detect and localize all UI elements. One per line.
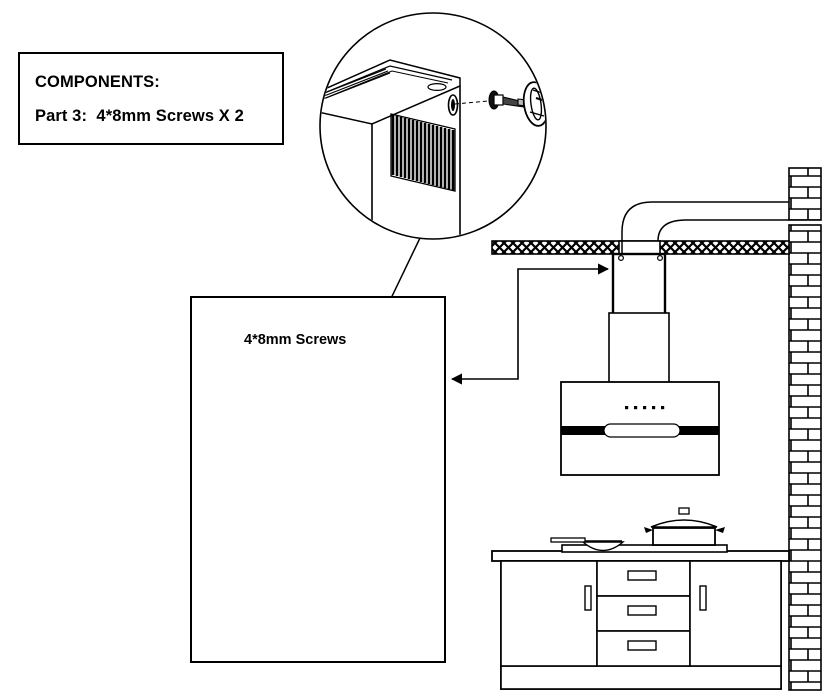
screw-callout [488,90,525,110]
exhaust-duct [621,201,789,254]
ceiling-slab [491,240,790,255]
components-heading: COMPONENTS: [35,73,160,91]
callout-contents [321,59,545,238]
leader-chimney-to-inset [450,263,610,385]
cabinet [500,560,782,690]
cabinet-door-left[interactable] [500,560,598,667]
wok [550,537,625,552]
vent-slats [391,115,455,190]
cabinet-drawer-top[interactable] [596,560,691,597]
stock-pot [644,507,725,546]
cabinet-drawer-bottom[interactable] [596,630,691,667]
brick-wall [788,224,822,691]
main-chimney [608,252,670,384]
screw-hole-callout [447,94,459,116]
cooktop [561,544,728,553]
screws-label: 4*8mm Screws [244,332,347,348]
inset-panel [190,296,446,663]
brick-wall-upper [788,167,822,221]
detail-callout-circle [319,12,547,240]
components-part-line: Part 3: 4*8mm Screws X 2 [35,107,244,125]
main-control-dots [625,406,665,410]
cabinet-drawer-middle[interactable] [596,595,691,632]
components-box: COMPONENTS: Part 3: 4*8mm Screws X 2 [18,52,284,145]
main-hood [560,381,720,476]
cabinet-door-right[interactable] [689,560,782,667]
